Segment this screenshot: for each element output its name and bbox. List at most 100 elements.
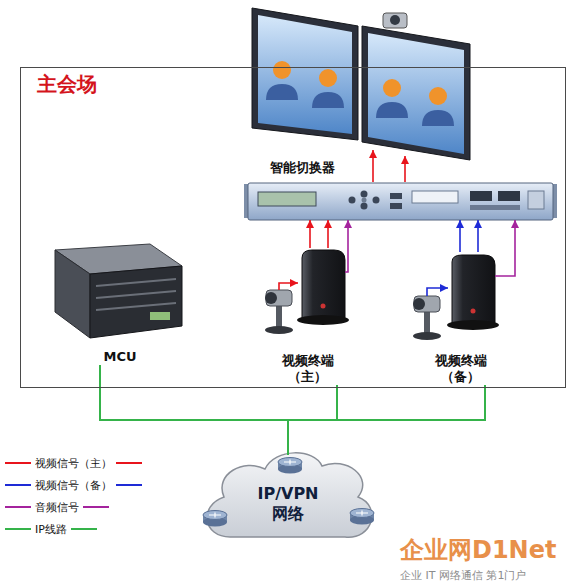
legend-sample — [115, 459, 143, 467]
router-icon — [350, 509, 374, 525]
switcher-device: 智能切换器 — [248, 160, 553, 220]
router-icon — [209, 513, 221, 518]
switcher-chassis — [412, 191, 458, 203]
network-cloud: IP/VPN 网络 — [205, 448, 371, 548]
terminal-main-illustration — [279, 283, 298, 290]
legend-row: 音频信号 — [4, 496, 143, 518]
mcu-illustration — [96, 279, 176, 286]
switcher-chassis — [244, 183, 557, 220]
display-screen — [390, 15, 400, 25]
legend-line — [83, 506, 109, 508]
legend-line — [116, 462, 142, 464]
router-icon — [278, 458, 302, 474]
mcu-illustration — [96, 291, 176, 298]
mcu-illustration — [96, 303, 176, 310]
switcher-chassis — [470, 205, 520, 210]
legend-line — [5, 528, 31, 530]
switcher-chassis — [349, 197, 356, 204]
legend-line — [71, 528, 97, 530]
switcher-chassis — [470, 191, 492, 201]
node-label: 视频终端 （备） — [432, 353, 490, 386]
ip-line — [288, 385, 337, 455]
legend: 视频信号（主） 视频信号（备） 音频信号 IP线路 — [4, 452, 143, 540]
display-screen — [383, 13, 407, 28]
switcher-chassis — [390, 203, 402, 209]
terminal-main-illustration — [297, 315, 349, 325]
terminal-backup-illustration — [413, 332, 441, 340]
router-icon — [350, 513, 374, 520]
legend-text: IP线路 — [32, 522, 70, 537]
display-screen — [252, 8, 358, 140]
router-icon — [356, 511, 368, 516]
router-icon — [203, 511, 227, 520]
display-screen — [383, 79, 401, 97]
terminal-backup-illustration — [495, 252, 515, 276]
video-terminal: 视频终端 （主） — [250, 248, 365, 385]
router-icon — [350, 516, 374, 525]
router-icon — [278, 462, 302, 469]
router-icon — [278, 465, 302, 474]
legend-sample — [4, 525, 32, 533]
switcher-chassis — [390, 193, 402, 199]
legend-sample — [4, 459, 32, 467]
legend-text: 视频信号（备） — [32, 478, 115, 493]
mcu-illustration — [55, 244, 182, 338]
ip-line — [100, 365, 288, 455]
legend-text: 视频信号（主） — [32, 456, 115, 471]
watermark-slogan: 企业 IT 网络通信 第1门户 — [400, 568, 526, 583]
node-label: 主会场 — [37, 72, 97, 97]
mcu-illustration — [55, 250, 90, 338]
switcher-chassis — [244, 184, 250, 218]
node-label: 视频终端 （主） — [279, 353, 337, 386]
terminal-backup-illustration — [447, 320, 499, 330]
switcher-chassis — [258, 192, 316, 206]
legend-row: 视频信号（备） — [4, 474, 143, 496]
display-screen — [319, 69, 337, 87]
terminal-backup-illustration — [452, 255, 495, 323]
ip-line — [288, 385, 485, 455]
switcher-chassis — [498, 191, 520, 201]
signal-arrow — [327, 220, 329, 248]
switcher-chassis — [362, 198, 367, 203]
terminal-main-illustration — [265, 292, 277, 304]
legend-line — [116, 484, 142, 486]
display-screen — [368, 33, 464, 154]
video-terminal: 视频终端 （备） — [398, 252, 523, 385]
display-screen — [362, 26, 470, 160]
legend-row: IP线路 — [4, 518, 143, 540]
legend-line — [5, 462, 31, 464]
terminal-main-illustration — [321, 304, 326, 309]
legend-sample — [82, 503, 110, 511]
router-icon — [203, 518, 227, 527]
terminal-main-illustration — [265, 248, 349, 334]
terminal-backup-illustration — [424, 312, 430, 334]
legend-sample — [4, 481, 32, 489]
terminal-main-illustration — [265, 326, 293, 334]
node-label: MCU — [103, 349, 136, 365]
legend-sample — [115, 481, 143, 489]
display-screen — [376, 102, 408, 118]
legend-sample — [70, 525, 98, 533]
terminal-backup-illustration — [427, 288, 448, 296]
mcu-illustration — [55, 244, 182, 274]
switcher-chassis — [373, 197, 380, 204]
display-screen — [266, 84, 298, 100]
terminal-main-illustration — [302, 250, 345, 318]
terminal-backup-illustration — [471, 309, 476, 314]
switcher-chassis — [361, 191, 368, 198]
legend-line — [5, 506, 31, 508]
mcu-illustration — [90, 266, 182, 338]
switcher-chassis — [528, 191, 544, 209]
display-screen — [273, 61, 291, 79]
switcher-chassis — [361, 203, 368, 210]
venue-region: 智能切换器 MCU 视频终端 （主） 视频终端 （备） 主会场 — [20, 67, 566, 388]
switcher-output-arrows — [372, 150, 374, 182]
switcher-output-arrows — [373, 150, 405, 182]
switcher-chassis — [248, 183, 553, 220]
network-cloud-shape — [207, 453, 372, 537]
legend-sample — [4, 503, 32, 511]
network-cloud-shape — [207, 453, 372, 537]
router-icon — [284, 460, 296, 465]
terminal-backup-illustration — [413, 252, 515, 340]
